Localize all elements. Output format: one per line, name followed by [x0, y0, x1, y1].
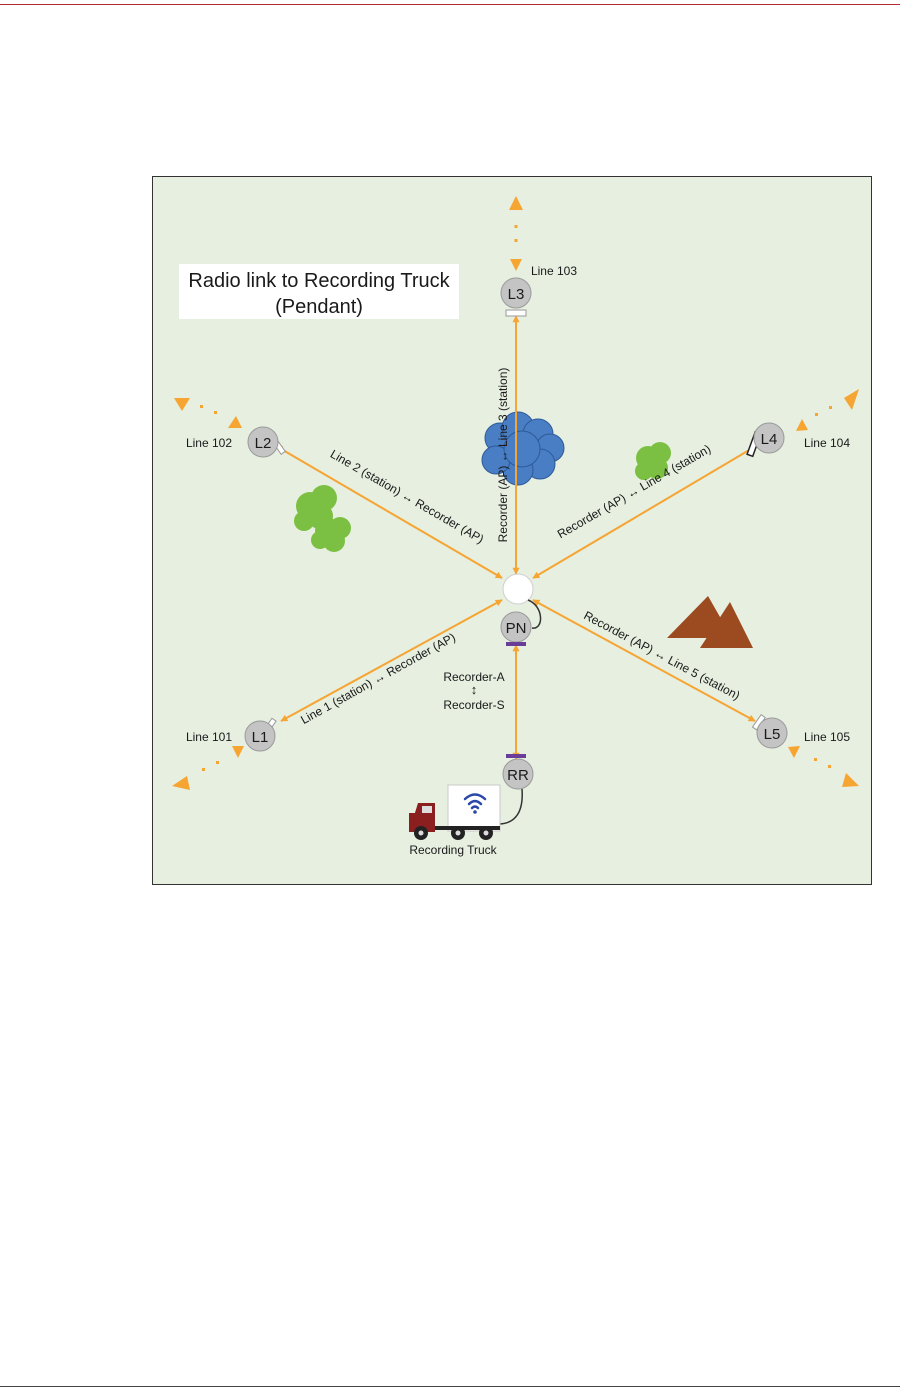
svg-text:L4: L4 — [761, 431, 778, 448]
diagram-title: Radio link to Recording Truck (Pendant) — [179, 264, 459, 319]
header-rule — [0, 4, 900, 5]
svg-text:L5: L5 — [764, 726, 781, 743]
svg-text:(Pendant): (Pendant) — [275, 296, 363, 318]
svg-text:L1: L1 — [252, 729, 269, 746]
svg-text:PN: PN — [506, 620, 527, 637]
svg-text:↕: ↕ — [471, 682, 478, 697]
link-l3-label: Recorder (AP) ↔ Line 3 (station) — [496, 368, 510, 543]
node-l2-line-label: Line 102 — [186, 436, 232, 450]
svg-text:L3: L3 — [508, 286, 525, 303]
footer-rule — [0, 1386, 900, 1387]
svg-text:RR: RR — [507, 767, 529, 784]
radio-link-diagram: Radio link to Recording Truck (Pendant) — [152, 176, 872, 885]
svg-text:Radio link to Recording Truck: Radio link to Recording Truck — [188, 270, 450, 292]
svg-text:L2: L2 — [255, 435, 272, 452]
node-l5-line-label: Line 105 — [804, 730, 850, 744]
truck-label: Recording Truck — [409, 843, 497, 857]
node-l3-line-label: Line 103 — [531, 264, 577, 278]
node-l4-line-label: Line 104 — [804, 436, 850, 450]
svg-text:Recorder-S: Recorder-S — [443, 698, 504, 712]
node-l1-line-label: Line 101 — [186, 730, 232, 744]
